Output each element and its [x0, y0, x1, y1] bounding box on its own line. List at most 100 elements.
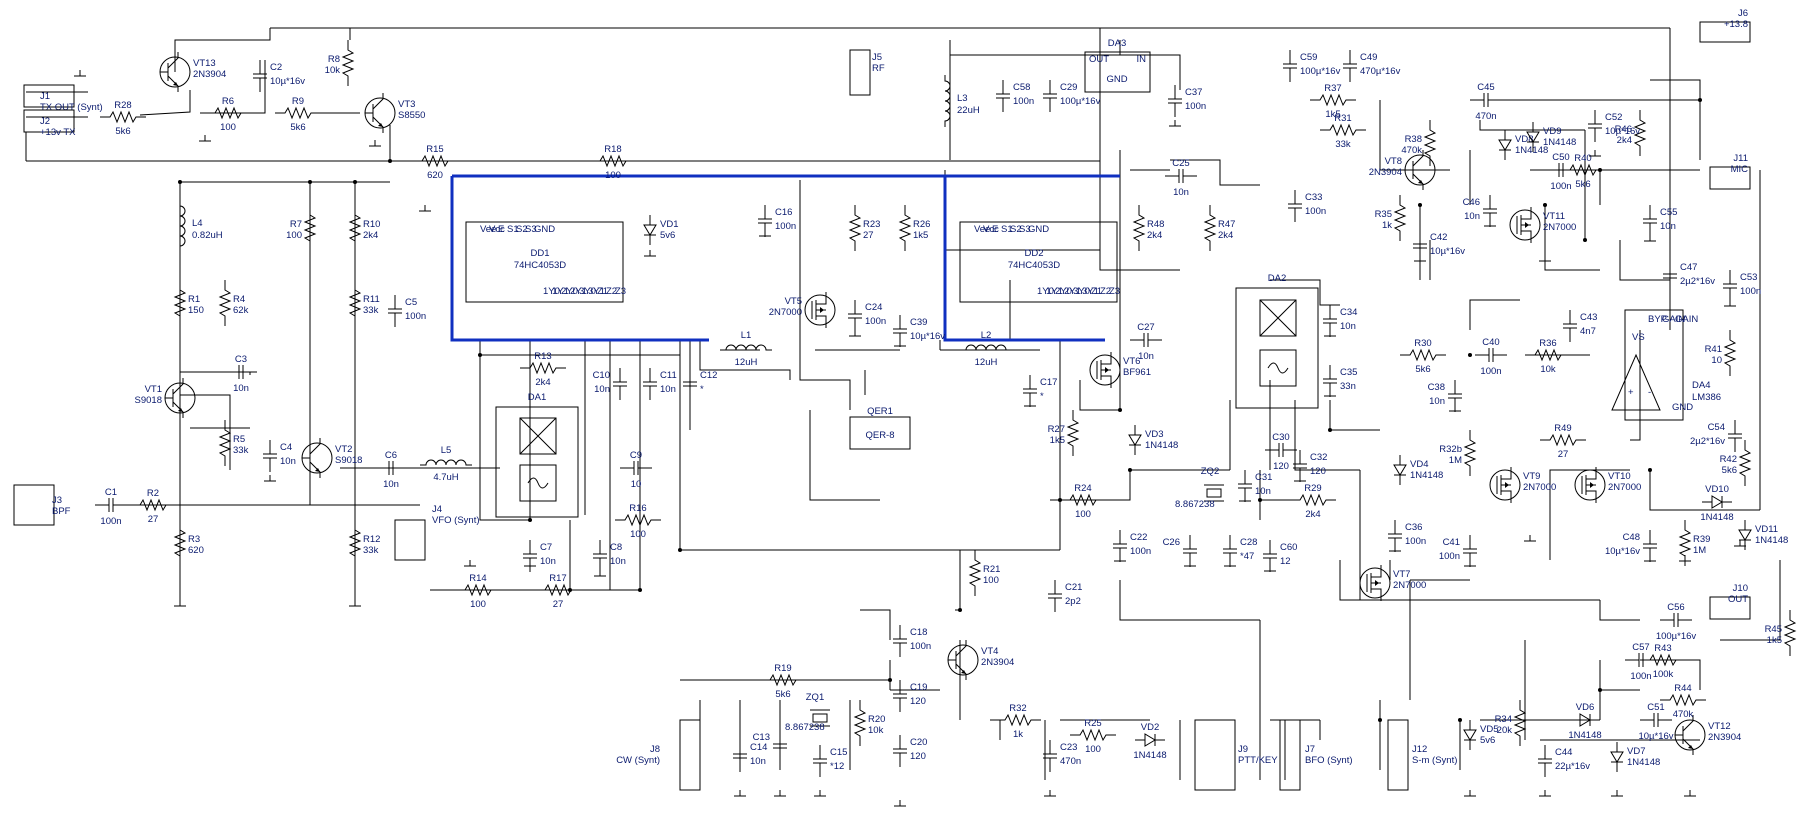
pin-label: GND	[1028, 224, 1049, 235]
component-label: BF961	[1123, 367, 1151, 378]
component-label: C27	[1137, 322, 1154, 333]
component-label: 10µ*16v	[1638, 731, 1673, 742]
component-label: 10n	[280, 456, 296, 467]
component-label: J5	[872, 52, 882, 63]
component-label: 5k6	[1722, 465, 1737, 476]
component-label: C38	[1428, 382, 1445, 393]
component-label: 100k	[1653, 669, 1674, 680]
capacitor-c36: C36 100n	[1388, 520, 1426, 552]
wire	[1339, 560, 1600, 601]
component-label: R35	[1375, 209, 1392, 220]
junction-dot	[568, 588, 572, 592]
component-label: 620	[188, 545, 204, 556]
component-label: 100n	[910, 641, 931, 652]
component-label: 62k	[233, 305, 249, 316]
wire	[679, 340, 1060, 551]
component-label: CW (Synt)	[616, 755, 660, 766]
component-label: R43	[1654, 643, 1671, 654]
pin-label: 2Y0	[561, 286, 578, 297]
component-label: C40	[1482, 337, 1499, 348]
component-label: 120	[910, 696, 926, 707]
pin-label: S1	[507, 224, 519, 235]
pin-label: Z2	[1100, 286, 1111, 297]
component-label: VT4	[981, 646, 998, 657]
junction-dot	[1378, 718, 1382, 722]
component-label: 5k6	[115, 126, 130, 137]
wire	[180, 394, 231, 470]
component-label: 27	[863, 230, 874, 241]
component-label: 100n	[775, 221, 796, 232]
component-label: 10n	[1429, 396, 1445, 407]
component-label: R44	[1674, 683, 1691, 694]
pin-label: Z3	[615, 286, 626, 297]
component-label: VD1	[660, 219, 678, 230]
component-label: *12	[830, 761, 844, 772]
junction-dot	[958, 608, 962, 612]
component-label: 2k4	[1617, 135, 1632, 146]
component-label: OUT	[1728, 594, 1748, 605]
component-label: +13.8	[1724, 19, 1748, 30]
component-label: R23	[863, 219, 880, 230]
inductor-l5: L54.7uH	[420, 445, 472, 483]
connector-j2: J2+13v TX	[23, 109, 76, 138]
component-label: C9	[630, 450, 642, 461]
wire	[1329, 400, 1380, 431]
component-label: 470µ*16v	[1360, 66, 1401, 77]
component-label: C4	[280, 442, 292, 453]
component-label: 100n	[865, 316, 886, 327]
component-label: VD8	[1515, 134, 1533, 145]
pin-label: 3Y0	[579, 286, 596, 297]
component-label: R1	[188, 294, 200, 305]
component-label: 1k5	[1767, 635, 1782, 646]
component-label: 100n	[1740, 286, 1761, 297]
component-label: R7	[290, 219, 302, 230]
component-label: R15	[426, 144, 443, 155]
component-label: C3	[235, 354, 247, 365]
component-label: C28	[1240, 537, 1257, 548]
component-label: *47	[1240, 551, 1254, 562]
component-label: 10µ*16v	[270, 76, 305, 87]
component-label: C36	[1405, 522, 1422, 533]
junction-dot	[1698, 98, 1702, 102]
pin-label: 1Y0	[543, 286, 560, 297]
component-label: C56	[1667, 602, 1684, 613]
component-label: 10n	[540, 556, 556, 567]
pin-label: 3Y1	[1082, 286, 1099, 297]
component-label: GND	[1672, 402, 1693, 413]
component-label: 100	[286, 230, 302, 241]
component-label: 10n	[750, 756, 766, 767]
wire	[990, 719, 1001, 740]
component-label: 10µ*16v	[910, 331, 945, 342]
pin-label: Vee	[974, 224, 990, 235]
component-label: C17	[1040, 377, 1057, 388]
component-label: R38	[1405, 134, 1422, 145]
wire	[1630, 330, 1641, 441]
component-label: J2	[40, 116, 50, 127]
component-label: 5k6	[1415, 364, 1430, 375]
component-label: 10n	[1340, 321, 1356, 332]
component-label: 100n	[1405, 536, 1426, 547]
